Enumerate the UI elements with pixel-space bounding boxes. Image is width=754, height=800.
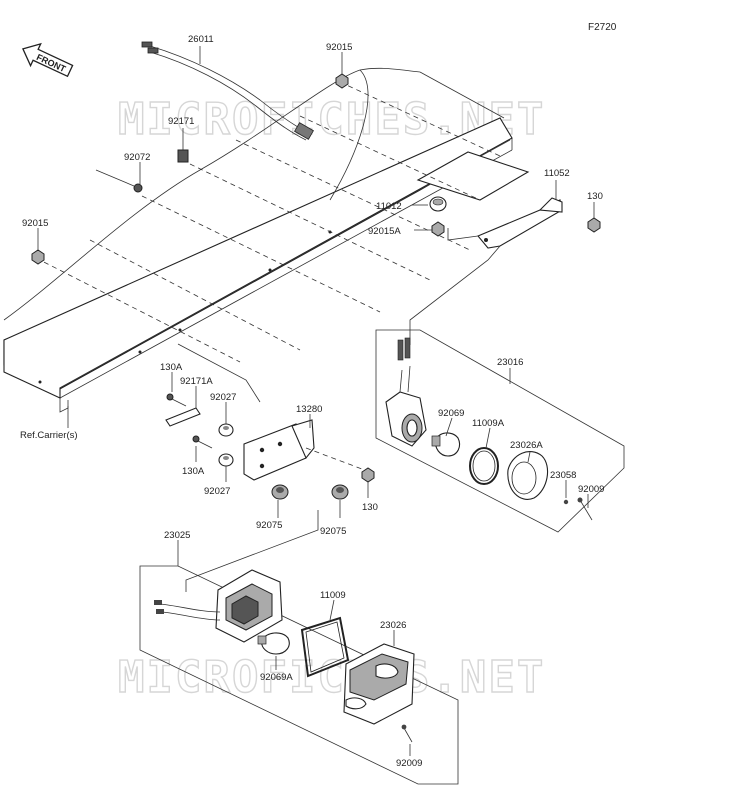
watermark-bottom: MICROFICHES.NET: [118, 652, 545, 703]
part-label-23026A: 23026A: [510, 440, 543, 451]
part-label-92069A: 92069A: [260, 672, 293, 683]
bolt-130-mid: [361, 467, 375, 483]
part-label-23026: 23026: [380, 620, 406, 631]
part-label-92015-left: 92015: [22, 218, 48, 229]
part-label-11009: 11009: [320, 590, 346, 601]
part-label-23058: 23058: [550, 470, 576, 481]
part-label-23016: 23016: [497, 357, 523, 368]
bolt-130A-bottom: [192, 435, 213, 449]
part-label-11012: 11012: [376, 201, 402, 212]
part-label-92171: 92171: [168, 116, 194, 127]
part-label-130A-bottom: 130A: [182, 466, 205, 477]
part-label-130-right: 130: [587, 191, 603, 202]
part-label-92072: 92072: [124, 152, 150, 163]
nut-92015A: [431, 221, 445, 237]
part-label-11052: 11052: [544, 168, 570, 179]
grommet-92075-left: [271, 484, 289, 500]
grommet-92075-right: [331, 484, 349, 500]
clip-92171A: [165, 407, 201, 427]
band-92072: [95, 169, 143, 193]
nut-92015-left: [31, 249, 45, 265]
bolt-130-right: [587, 217, 601, 233]
part-label-92009-bottom: 92009: [396, 758, 422, 769]
part-label-92015A: 92015A: [368, 226, 401, 237]
part-label-92075-right: 92075: [320, 526, 346, 537]
bracket-11052: [477, 197, 563, 249]
part-label-92015-top: 92015: [326, 42, 352, 53]
part-label-26011: 26011: [188, 34, 214, 45]
part-label-92027-bottom: 92027: [204, 486, 230, 497]
cap-11012: [429, 196, 447, 212]
part-label-23025: 23025: [164, 530, 190, 541]
part-label-92075-left: 92075: [256, 520, 282, 531]
collar-92027-bottom: [218, 453, 234, 467]
part-label-92027-top: 92027: [210, 392, 236, 403]
ref-carrier-label: Ref.Carrier(s): [20, 430, 78, 441]
part-label-92009-right: 92009: [578, 484, 604, 495]
wire-harness-26011: [141, 41, 314, 141]
license-lamp-assembly-23025: [139, 565, 459, 785]
clamp-92171: [177, 149, 189, 163]
bolt-130A-top: [166, 393, 187, 407]
front-arrow-icon: FRONT: [22, 42, 74, 78]
part-label-92069: 92069: [438, 408, 464, 419]
part-label-11009A: 11009A: [472, 418, 505, 429]
lamp-assembly-23016: [375, 329, 625, 533]
collar-92027-top: [218, 423, 234, 437]
carrier-frame: [3, 67, 530, 413]
assembly-dashes: [35, 81, 501, 363]
part-label-13280: 13280: [296, 404, 322, 415]
figure-code: F2720: [588, 22, 617, 33]
part-label-92171A: 92171A: [180, 376, 213, 387]
part-label-130-mid: 130: [362, 502, 378, 513]
plate-bracket-13280: [243, 419, 315, 481]
part-label-130A-top: 130A: [160, 362, 183, 373]
